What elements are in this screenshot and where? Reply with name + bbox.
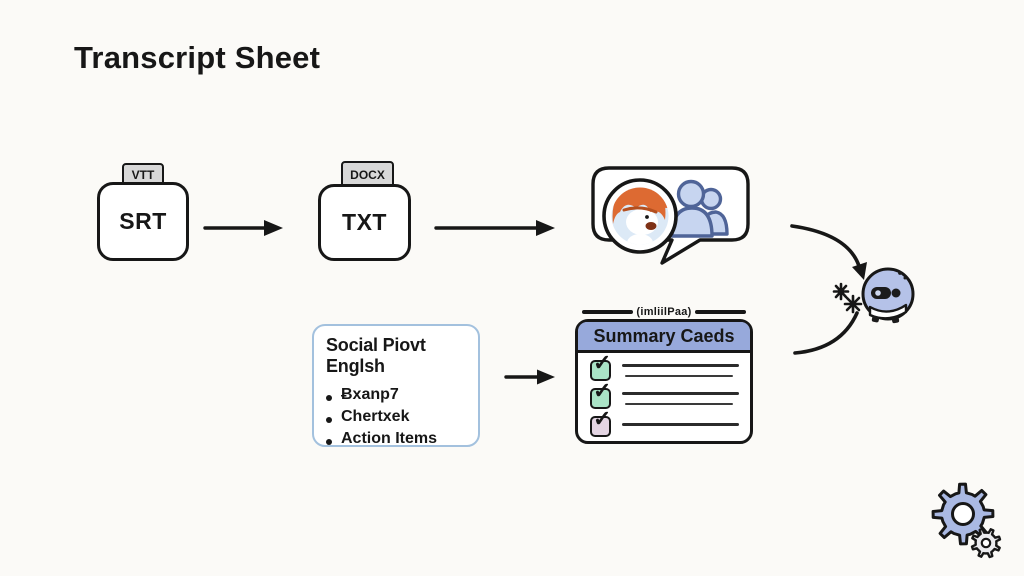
sparkle-icon — [832, 282, 863, 314]
checklist-row: ✓ — [590, 352, 739, 381]
notes-card-title: Social Piovt Englsh — [326, 335, 426, 376]
bullet-icon — [326, 439, 332, 445]
placeholder-line — [622, 364, 739, 367]
checkbox-checked: ✓ — [590, 352, 611, 381]
arrow-srt-to-txt — [203, 220, 283, 236]
checkbox-checked-muted: ✓ — [590, 408, 611, 437]
file-box-srt: SRT — [97, 182, 189, 261]
list-item-label: Chertxek — [341, 408, 410, 425]
label-rule-left — [582, 310, 634, 314]
arrow-txt-to-chat — [434, 220, 555, 236]
checklist-row: ✓ — [590, 380, 739, 409]
summary-card-header: Summary Caeds — [578, 322, 750, 353]
chat-bubble-icon — [591, 166, 750, 265]
text-line-placeholder — [622, 360, 739, 381]
arrow-chat-to-robot — [790, 224, 867, 280]
robot-head-icon — [861, 267, 915, 324]
file-box-txt: TXT — [318, 184, 411, 261]
check-icon: ✓ — [593, 378, 612, 403]
placeholder-line — [625, 403, 733, 406]
placeholder-line — [622, 392, 739, 395]
arrow-notes-to-summary — [504, 369, 555, 385]
notes-list: Ƀxanp7 Chertxek Action Items — [326, 384, 466, 450]
list-item: Ƀxanp7 — [326, 384, 466, 406]
text-line-placeholder — [622, 388, 739, 409]
summary-card: (imliilPaa) Summary Caeds ✓ ✓ — [575, 306, 753, 444]
file-format-tab-docx-label: DOCX — [350, 167, 385, 182]
placeholder-line — [625, 375, 733, 378]
orange-hair-avatar-icon — [602, 178, 678, 254]
group-people-icon — [670, 179, 729, 238]
file-box-txt-label: TXT — [342, 209, 387, 235]
check-icon: ✓ — [593, 406, 612, 431]
summary-card-body: ✓ ✓ ✓ — [578, 352, 750, 437]
check-icon: ✓ — [593, 350, 612, 375]
bullet-icon — [326, 395, 332, 401]
file-box-srt-label: SRT — [119, 208, 167, 234]
list-item: Action Items — [326, 428, 466, 450]
label-rule-right — [694, 310, 747, 314]
summary-top-label: (imliilPaa) — [582, 306, 747, 318]
list-item-label: Ƀxanp7 — [341, 386, 399, 403]
page-title: Transcript Sheet — [74, 40, 321, 75]
gear-icon — [931, 482, 1002, 559]
summary-top-label-text: (imliilPaa) — [636, 306, 692, 318]
list-item: Chertxek — [326, 406, 466, 428]
checkbox-checked: ✓ — [590, 380, 611, 409]
file-format-tab-vtt-label: VTT — [131, 168, 155, 182]
arrow-summary-to-robot — [793, 311, 859, 355]
text-line-placeholder — [622, 416, 739, 437]
checklist-row: ✓ — [590, 408, 739, 437]
summary-card-header-label: Summary Caeds — [593, 325, 735, 346]
list-item-label: Action Items — [341, 430, 438, 447]
placeholder-line — [622, 423, 739, 426]
bullet-icon — [326, 417, 332, 423]
notes-card: Social Piovt Englsh Ƀxanp7 Chertxek Acti… — [312, 324, 480, 447]
